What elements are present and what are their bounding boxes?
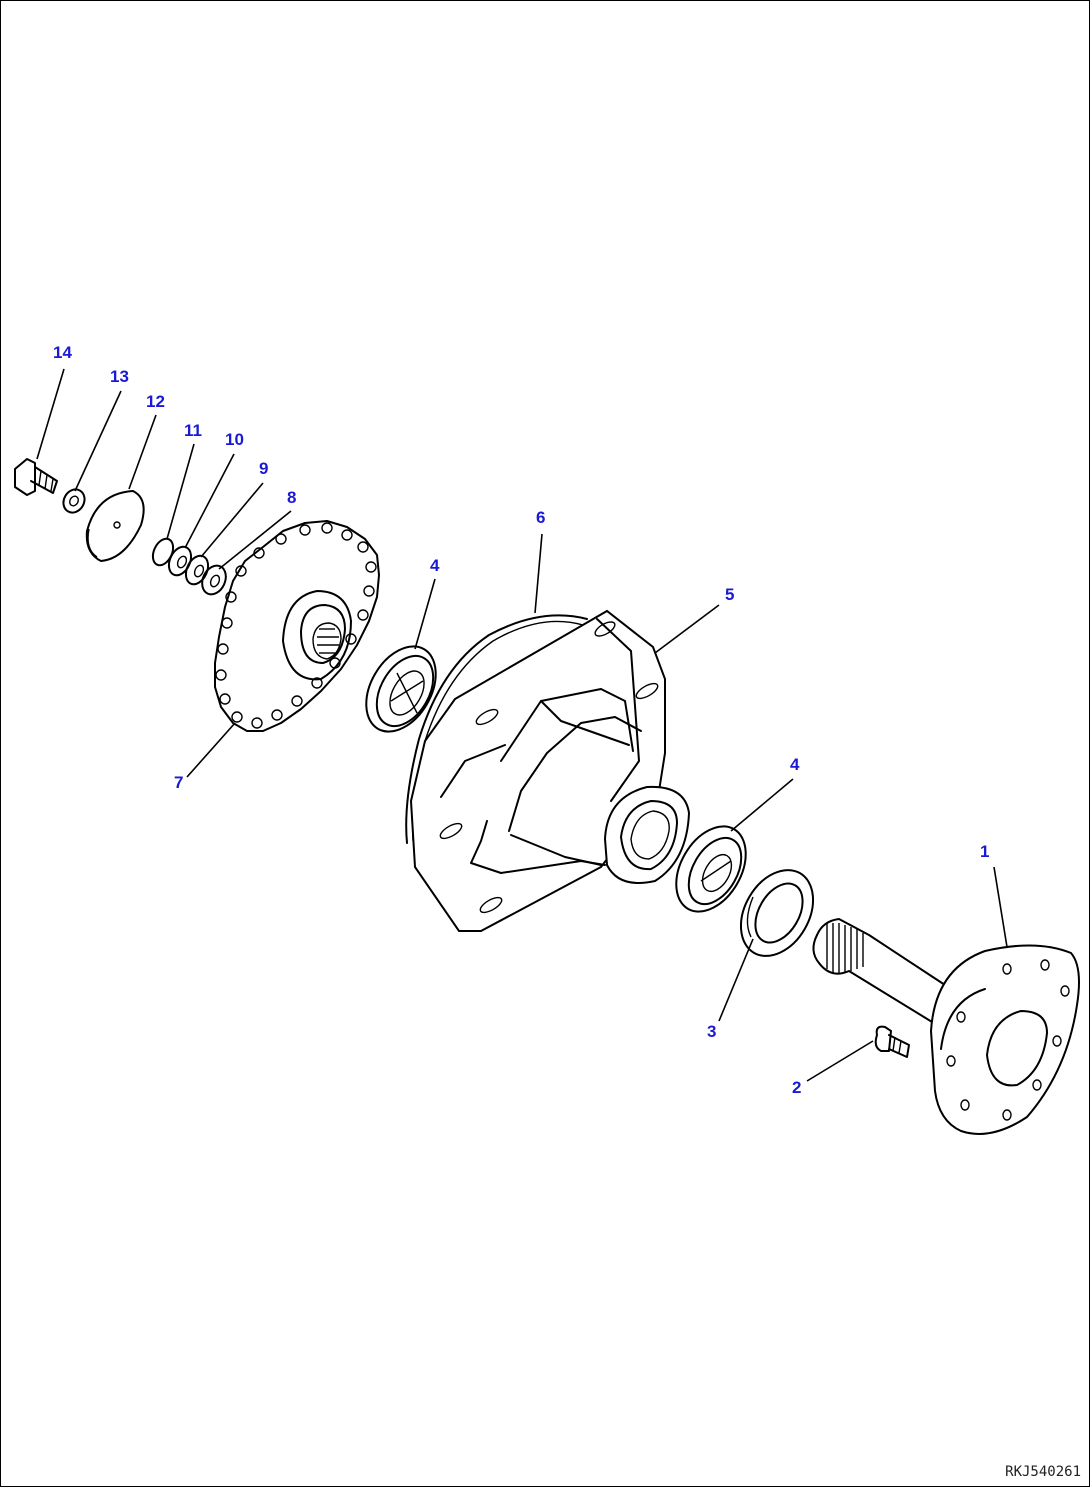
callout-6[interactable]: 6 (536, 508, 546, 527)
part-8-washer (201, 564, 227, 596)
callout-1[interactable]: 1 (980, 842, 990, 861)
callout-7[interactable]: 7 (174, 773, 184, 792)
part-7-sprocket (214, 520, 380, 732)
callout-9[interactable]: 9 (259, 459, 269, 478)
part-1-axle-shaft (812, 918, 1080, 1135)
callout-5[interactable]: 5 (725, 585, 735, 604)
part-13-washer (62, 488, 86, 514)
callout-2[interactable]: 2 (792, 1078, 802, 1097)
callout-3[interactable]: 3 (707, 1022, 717, 1041)
part-2-hub-bolt (874, 1025, 910, 1058)
callout-4-upper[interactable]: 4 (430, 556, 440, 575)
callout-8[interactable]: 8 (287, 488, 297, 507)
part-3-seal (739, 869, 815, 957)
callout-10[interactable]: 10 (225, 430, 244, 449)
part-4-bearing-lower (675, 825, 747, 913)
part-5-housing (409, 609, 691, 932)
callout-4-lower[interactable]: 4 (790, 755, 800, 774)
part-9-shim (184, 554, 210, 586)
part-12-plate (85, 490, 145, 562)
leader-lines (36, 368, 1008, 1082)
part-4-bearing-upper (365, 645, 437, 733)
callout-11[interactable]: 11 (184, 421, 202, 440)
drawing-id: RKJ540261 (1005, 1464, 1081, 1480)
callout-13[interactable]: 13 (110, 367, 129, 386)
callout-14[interactable]: 14 (53, 343, 72, 362)
callout-12[interactable]: 12 (146, 392, 165, 411)
part-14-bolt (14, 458, 58, 496)
